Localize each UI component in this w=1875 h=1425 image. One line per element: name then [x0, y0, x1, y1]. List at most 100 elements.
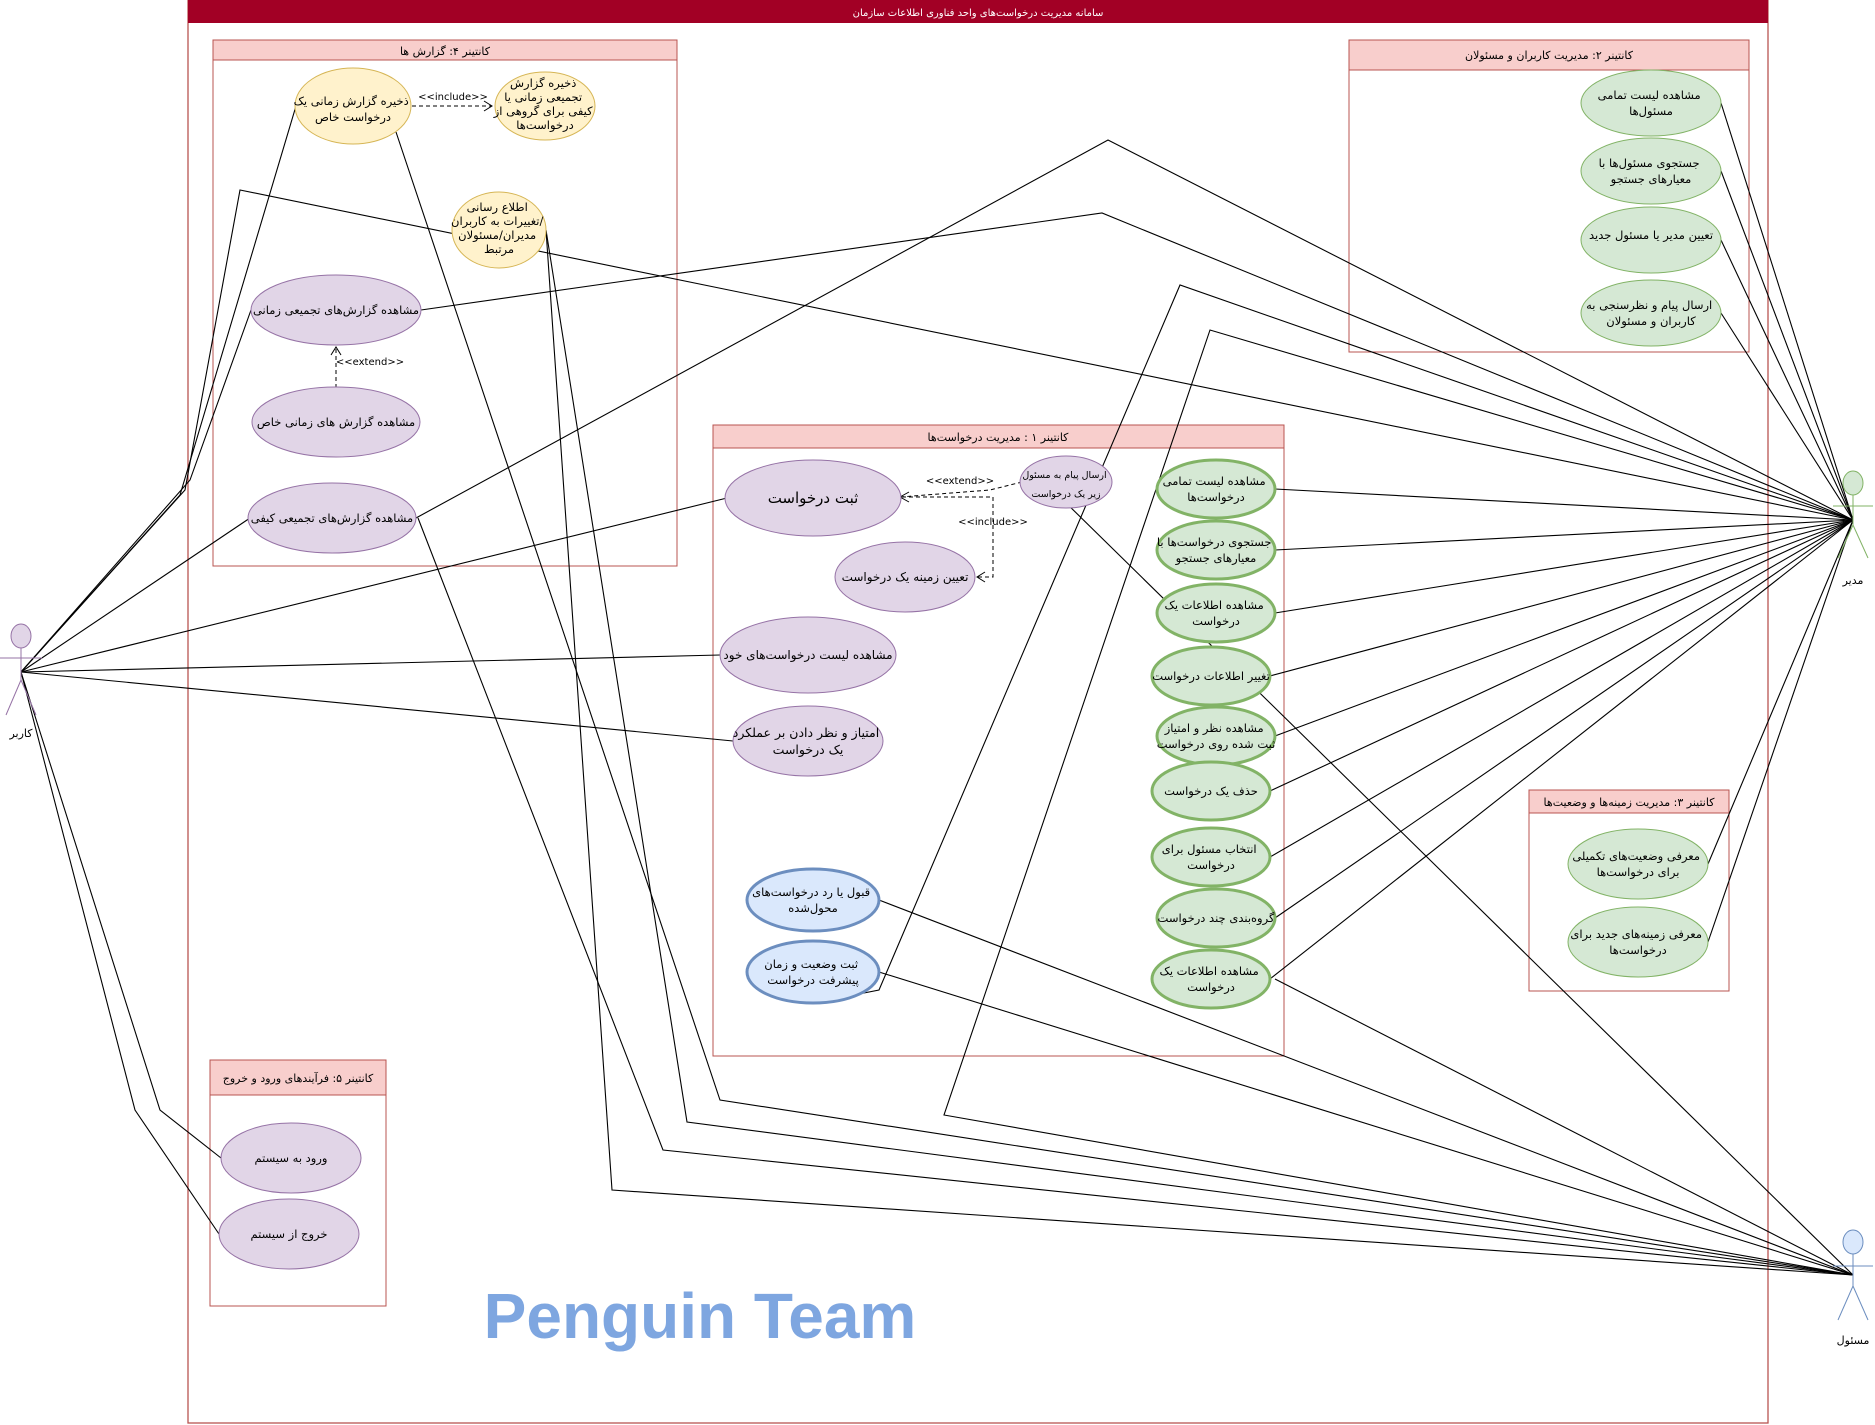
actor-responsible-head — [1842, 1229, 1864, 1255]
system-boundary — [187, 0, 1769, 1424]
association-line — [417, 517, 1854, 1276]
usecase-label: ذخیره گزارش — [510, 76, 576, 91]
association-line — [20, 309, 252, 673]
usecase-label: جستجوی مسئول‌ها با — [1599, 156, 1700, 171]
association-line — [1274, 519, 1854, 551]
usecase-label: معیارهای جستجو — [1610, 172, 1692, 187]
usecase-label: تغییر اطلاعات درخواست — [1152, 669, 1270, 684]
extend-label-request: <<extend>> — [926, 476, 994, 487]
svg-text:امتیاز و نظر دادن بر عملکرد: امتیاز و نظر دادن بر عملکرد یک درخواست — [733, 725, 883, 758]
usecase-label: مشاهده گزارش های زمانی خاص — [257, 415, 415, 430]
association-line — [1274, 519, 1854, 919]
usecase-define-fields[interactable]: معرفی زمینه‌های جدید برای درخواست‌ها — [1567, 906, 1709, 978]
usecase-set-field[interactable]: تعیین زمینه یک درخواست — [834, 541, 976, 613]
usecase-delete-request[interactable]: حذف یک درخواست — [1150, 760, 1272, 822]
extend-label-report: <<extend>> — [336, 357, 404, 368]
usecase-label: زیر یک درخواست — [1031, 489, 1101, 500]
actor-user-label: کاربر — [8, 727, 33, 740]
usecase-login[interactable]: ورود به سیستم — [220, 1122, 362, 1194]
association-line — [1274, 978, 1854, 1276]
usecase-label: یک درخواست — [773, 742, 844, 758]
include-label-report: <<include>> — [418, 92, 488, 103]
usecase-view-time-specific[interactable]: مشاهده گزارش های زمانی خاص — [251, 386, 421, 458]
relation-extend-report: <<extend>> — [330, 346, 404, 388]
usecase-define-statuses[interactable]: معرفی وضعیت‌های تکمیلی برای درخواست‌ها — [1567, 828, 1709, 900]
usecase-label: درخواست — [1187, 980, 1235, 995]
usecase-notify-changes[interactable]: اطلاع رسانی تغییرات به کاربران/ مدیران/م… — [451, 191, 547, 269]
svg-text:اطلاع رسانی تغییرات به ک: اطلاع رسانی تغییرات به کاربران/ مدیران/م… — [451, 200, 547, 257]
svg-text:مشاهده اطلاعات یک درخواس: مشاهده اطلاعات یک درخواست — [1160, 964, 1263, 995]
relation-extend-request: <<extend>> — [898, 476, 1023, 503]
usecase-label: مشاهده لیست تمامی — [1163, 474, 1266, 488]
usecase-label: قبول یا رد درخواست‌های — [752, 885, 870, 900]
association-line — [812, 284, 1854, 1004]
usecase-label: مرتبط — [484, 242, 514, 257]
usecase-view-time-aggregate[interactable]: مشاهده گزارش‌های تجمیعی زمانی — [250, 274, 422, 346]
usecase-view-own-requests[interactable]: مشاهده لیست درخواست‌های خود — [719, 616, 897, 694]
association-line — [20, 671, 222, 1159]
association-line — [1720, 312, 1854, 521]
usecase-view-ratings[interactable]: مشاهده نظر و امتیاز ثبت شده روی درخواست — [1155, 705, 1277, 767]
usecase-assign-manager[interactable]: تعیین مدیر یا مسئول جدید — [1580, 206, 1722, 274]
usecase-label: تغییرات به کاربران/ — [451, 214, 543, 229]
svg-text:انتخاب مسئول برای درخواس: انتخاب مسئول برای درخواست — [1162, 842, 1261, 873]
usecase-view-request-info-2[interactable]: مشاهده اطلاعات یک درخواست — [1150, 948, 1272, 1010]
association-line — [20, 517, 251, 673]
svg-text:ذخیره گزارش زمانی یک درخ: ذخیره گزارش زمانی یک درخواست خاص — [294, 94, 413, 125]
usecase-select-responsible[interactable]: انتخاب مسئول برای درخواست — [1150, 826, 1272, 888]
usecase-rate-request[interactable]: امتیاز و نظر دادن بر عملکرد یک درخواست — [732, 705, 884, 777]
actor-manager[interactable]: مدیر — [1833, 470, 1873, 587]
actor-responsible-label: مسئول — [1837, 1334, 1870, 1347]
usecase-view-request-info[interactable]: مشاهده اطلاعات یک درخواست — [1155, 582, 1277, 644]
usecase-label: مشاهده نظر و امتیاز — [1164, 721, 1264, 736]
usecase-label: اطلاع رسانی — [467, 200, 528, 215]
usecase-label: مشاهده اطلاعات یک — [1165, 598, 1264, 612]
usecase-label: درخواست — [1192, 614, 1240, 629]
svg-text:ذخیره گزارش تجمیعی زمانی: ذخیره گزارش تجمیعی زمانی یا کیفی برای گر… — [493, 76, 596, 133]
usecase-accept-reject[interactable]: قبول یا رد درخواست‌های محول‌شده — [745, 867, 881, 933]
usecase-view-all-responsibles[interactable]: مشاهده لیست تمامی مسئول‌ها — [1580, 69, 1722, 137]
watermark-text: Penguin Team — [484, 1280, 917, 1352]
usecase-view-all-requests[interactable]: مشاهده لیست تمامی درخواست‌ها — [1155, 458, 1277, 520]
usecase-label: مشاهده اطلاعات یک — [1160, 964, 1259, 978]
usecase-label: معرفی وضعیت‌های تکمیلی — [1572, 849, 1700, 864]
usecase-search-requests[interactable]: جستجوی درخواست‌ها با معیارهای جستجو — [1155, 519, 1277, 581]
container-requests: کانتینر ۱ : مدیریت درخواست‌ها — [712, 424, 1285, 1057]
association-line — [1720, 170, 1854, 521]
container-reports: کانتینر ۴: گزارش ها — [212, 39, 678, 567]
svg-text:مشاهده نظر و امتیاز ثبت: مشاهده نظر و امتیاز ثبت شده روی درخواست — [1157, 721, 1276, 752]
usecase-save-aggregate-report[interactable]: ذخیره گزارش تجمیعی زمانی یا کیفی برای گر… — [493, 71, 596, 141]
container-login: کانتینر ۵: فرآیندهای ورود و خروج — [209, 1059, 387, 1307]
usecase-register-status[interactable]: ثبت وضعیت و زمان پیشرفت درخواست — [745, 939, 881, 1005]
usecase-logout[interactable]: خروج از سیستم — [218, 1198, 360, 1270]
usecase-send-message[interactable]: ارسال پیام به مسئول زیر یک درخواست — [1019, 455, 1113, 509]
usecase-label: کیفی برای گروهی از — [493, 104, 593, 119]
association-line — [415, 139, 1854, 521]
usecase-view-quality-aggregate[interactable]: مشاهده گزارش‌های تجمیعی کیفی — [247, 482, 417, 554]
association-line — [545, 229, 1854, 1276]
usecase-label: مشاهده لیست تمامی — [1598, 88, 1701, 102]
svg-text:مشاهده لیست تمامی درخواس: مشاهده لیست تمامی درخواست‌ها — [1163, 474, 1270, 505]
usecase-group-requests[interactable]: گروه‌بندی چند درخواست — [1155, 887, 1277, 949]
actor-user[interactable]: کاربر — [0, 623, 42, 740]
association-lines — [20, 102, 1854, 1276]
actor-responsible[interactable]: مسئول — [1833, 1229, 1873, 1347]
usecase-send-survey[interactable]: ارسال پیام و نظرسنجی به کاربران و مسئولا… — [1580, 279, 1722, 347]
association-line — [20, 671, 220, 1235]
usecase-label: کاربران و مسئولان — [1606, 314, 1696, 329]
association-line — [1269, 519, 1854, 980]
association-line — [545, 229, 1854, 1276]
usecase-search-responsibles[interactable]: جستجوی مسئول‌ها با معیارهای جستجو — [1580, 137, 1722, 205]
usecase-label: درخواست‌ها — [1609, 943, 1666, 958]
actor-user-head — [10, 623, 32, 649]
svg-text:قبول یا رد درخواست‌های م: قبول یا رد درخواست‌های محول‌شده — [752, 885, 874, 916]
usecase-change-request[interactable]: تغییر اطلاعات درخواست — [1150, 645, 1272, 707]
container-fields-title: کانتینر ۳: مدیریت زمینه‌ها و وضعیت‌ها — [1544, 796, 1716, 809]
association-line — [20, 189, 1854, 673]
usecase-register-request[interactable]: ثبت درخواست — [724, 459, 902, 537]
container-reports-title: کانتینر ۴: گزارش ها — [400, 45, 491, 58]
usecase-save-time-report[interactable]: ذخیره گزارش زمانی یک درخواست خاص — [294, 67, 413, 145]
svg-text:مشاهده لیست تمامی مسئول‌: مشاهده لیست تمامی مسئول‌ها — [1598, 88, 1705, 119]
usecase-label: ارسال پیام به مسئول — [1022, 470, 1106, 481]
association-line — [20, 654, 721, 673]
